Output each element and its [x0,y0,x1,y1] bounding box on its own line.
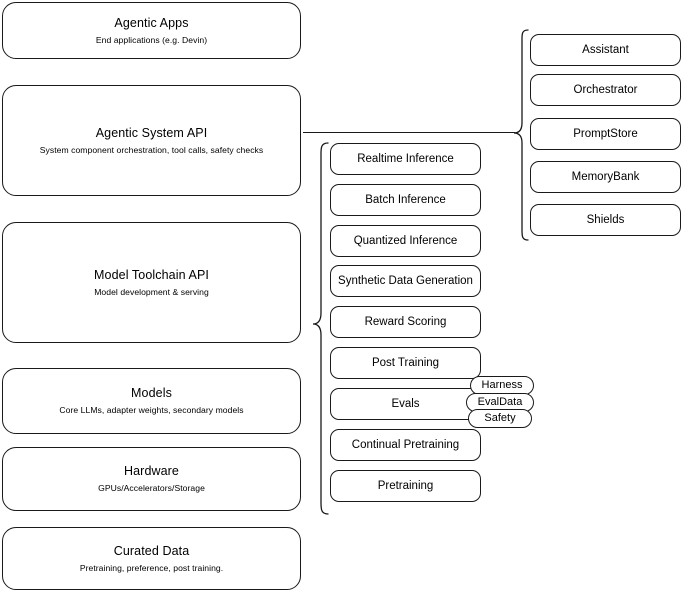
system-component-label: Shields [586,214,625,226]
stack-box-title: Hardware [124,464,179,478]
toolchain-box-synthetic-data-generation[interactable]: Synthetic Data Generation [330,265,481,297]
system-component-label: Assistant [582,44,629,56]
toolchain-box-realtime-inference[interactable]: Realtime Inference [330,143,481,175]
toolchain-box-continual-pretraining[interactable]: Continual Pretraining [330,429,481,461]
system-component-box-memorybank[interactable]: MemoryBank [530,161,681,193]
stack-box-subtitle: GPUs/Accelerators/Storage [98,483,205,493]
stack-box-subtitle: Model development & serving [94,286,209,297]
evals-pill-label: Safety [484,412,516,424]
stack-box-subtitle: Core LLMs, adapter weights, secondary mo… [59,405,244,415]
brace-agentic-system-components [509,27,535,243]
toolchain-box-label: Reward Scoring [364,316,447,328]
system-component-box-shields[interactable]: Shields [530,204,681,236]
stack-box-title: Agentic System API [95,125,208,140]
stack-box-agentic-apps[interactable]: Agentic Apps End applications (e.g. Devi… [2,2,301,59]
stack-box-hardware[interactable]: Hardware GPUs/Accelerators/Storage [2,447,301,511]
toolchain-box-post-training[interactable]: Post Training [330,347,481,379]
toolchain-box-label: Quantized Inference [353,235,458,247]
system-component-box-assistant[interactable]: Assistant [530,34,681,66]
toolchain-box-label: Realtime Inference [357,153,454,165]
evals-pill-evaldata[interactable]: EvalData [466,393,534,412]
toolchain-box-label: Pretraining [377,480,434,492]
stack-box-subtitle: System component orchestration, tool cal… [39,144,264,155]
stack-box-title: Curated Data [113,543,190,558]
toolchain-box-label: Synthetic Data Generation [338,275,473,287]
toolchain-box-label: Batch Inference [365,194,446,206]
toolchain-box-quantized-inference[interactable]: Quantized Inference [330,225,481,257]
toolchain-box-pretraining[interactable]: Pretraining [330,470,481,502]
system-component-label: PromptStore [573,128,638,140]
stack-box-subtitle: End applications (e.g. Devin) [95,34,208,45]
stack-box-title: Models [131,386,172,400]
evals-pill-label: EvalData [477,396,523,408]
system-component-label: Orchestrator [573,84,638,96]
connector-system-api-to-components [303,132,515,134]
toolchain-box-label: Continual Pretraining [351,439,460,451]
toolchain-box-reward-scoring[interactable]: Reward Scoring [330,306,481,338]
brace-model-toolchain [301,140,329,518]
stack-box-subtitle: Pretraining, preference, post training. [79,562,224,573]
stack-box-title: Agentic Apps [114,15,189,30]
toolchain-box-label: Post Training [371,357,440,369]
stack-box-curated-data[interactable]: Curated Data Pretraining, preference, po… [2,527,301,590]
toolchain-box-evals[interactable]: Evals [330,388,481,420]
system-component-box-orchestrator[interactable]: Orchestrator [530,74,681,106]
evals-pill-label: Harness [481,379,523,391]
stack-box-agentic-system-api[interactable]: Agentic System API System component orch… [2,85,301,196]
stack-box-model-toolchain-api[interactable]: Model Toolchain API Model development & … [2,222,301,343]
toolchain-box-label: Evals [391,398,420,410]
stack-box-title: Model Toolchain API [94,267,209,282]
system-component-label: MemoryBank [571,171,640,183]
system-component-box-promptstore[interactable]: PromptStore [530,118,681,150]
evals-pill-safety[interactable]: Safety [468,409,532,428]
stack-box-models[interactable]: Models Core LLMs, adapter weights, secon… [2,368,301,434]
toolchain-box-batch-inference[interactable]: Batch Inference [330,184,481,216]
